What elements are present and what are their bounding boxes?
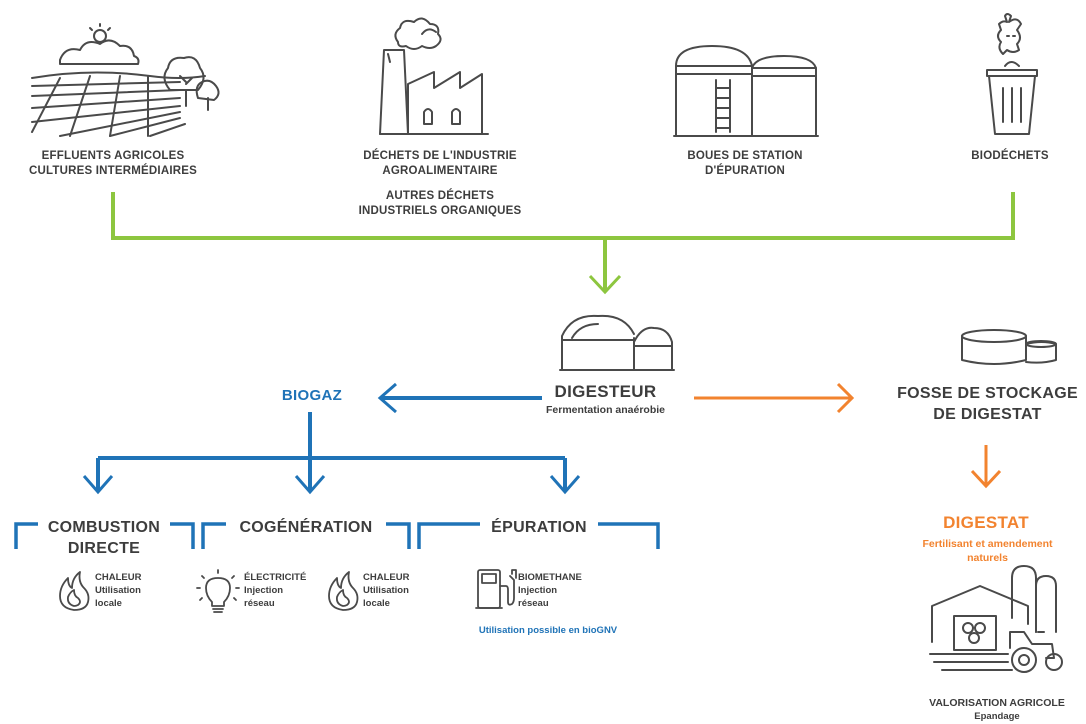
biognv-note: Utilisation possible en bioGNV [478, 625, 618, 636]
source-label-industrial: AUTRES DÉCHETS INDUSTRIELS ORGANIQUES [358, 190, 522, 218]
source-label-agricultural: EFFLUENTS AGRICOLES CULTURES INTERMÉDIAI… [29, 150, 197, 178]
combustion-title: COMBUSTION DIRECTE [47, 519, 161, 558]
cogeneration-title: COGÉNÉRATION [239, 519, 373, 536]
digester-title: DIGESTEUR [554, 382, 657, 401]
trash-bin-icon [985, 10, 1040, 138]
biogaz-tree [82, 412, 581, 495]
flame-icon [56, 570, 92, 612]
source-label-sludge: BOUES DE STATION D'ÉPURATION [687, 150, 803, 178]
digestate-title: DIGESTAT [943, 513, 1029, 532]
treatment-tanks-icon [672, 40, 820, 140]
digester-icon [558, 312, 676, 374]
fuel-pump-icon [474, 566, 518, 614]
source-label-agrifood: DÉCHETS DE L'INDUSTRIE AGROALIMENTAIRE [363, 150, 517, 178]
cogeneration-electricity-text: ÉLECTRICITÉ Injection réseau [244, 572, 307, 609]
arrow-to-storage [694, 382, 855, 414]
combustion-item-text: CHALEUR Utilisation locale [95, 572, 142, 609]
agri-title: VALORISATION AGRICOLE [929, 697, 1065, 709]
purification-title: ÉPURATION [491, 519, 587, 536]
farm-tractor-icon [928, 562, 1068, 682]
farm-field-icon [30, 20, 225, 140]
cogeneration-heat-text: CHALEUR Utilisation locale [363, 572, 410, 609]
digestate-subtitle: Fertilisant et amendement naturels [922, 538, 1053, 564]
storage-tank-icon [958, 326, 1060, 366]
storage-title: FOSSE DE STOCKAGE DE DIGESTAT [897, 385, 1078, 424]
green-collector [111, 192, 1015, 295]
digester-subtitle: Fermentation anaérobie [545, 404, 666, 416]
lightbulb-icon [196, 568, 240, 616]
arrow-to-digestate [970, 445, 1002, 489]
source-label-biowaste: BIODÉCHETS [971, 150, 1049, 162]
agri-subtitle: Epandage [974, 711, 1020, 722]
biogaz-title: BIOGAZ [281, 387, 343, 404]
factory-icon [378, 14, 498, 139]
arrow-to-biogaz [377, 382, 542, 414]
purification-item-text: BIOMETHANE Injection réseau [518, 572, 582, 609]
use-brackets [14, 522, 660, 549]
flame-icon [325, 570, 361, 612]
